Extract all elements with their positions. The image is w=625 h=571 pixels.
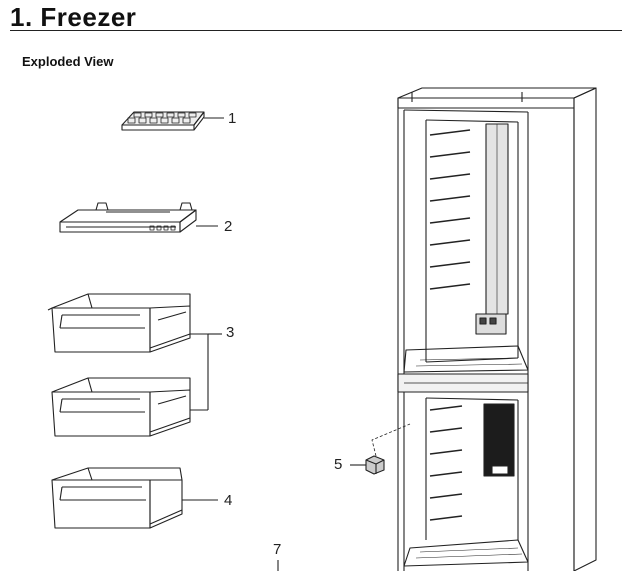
part-ice-tray: [121, 111, 224, 131]
part-drawer-upper: [47, 293, 191, 353]
callout-1-label: 1: [228, 110, 237, 127]
callout-3-bracket: [190, 333, 222, 411]
cabinet-body: [397, 87, 597, 571]
callout-3-label: 3: [226, 324, 235, 341]
page-title: 1. Freezer: [10, 2, 137, 32]
callout-4-label: 4: [224, 492, 233, 509]
part-drawer-middle: [51, 377, 191, 437]
part-tray-holder: [59, 202, 218, 233]
title-rule: [10, 30, 622, 31]
part-5-component: [350, 423, 411, 475]
section-subtitle: Exploded View: [22, 54, 114, 69]
part-drawer-lower: [51, 467, 218, 529]
callout-7-label: 7: [273, 541, 282, 558]
callout-5-label: 5: [334, 456, 343, 473]
callout-2-label: 2: [224, 218, 233, 235]
